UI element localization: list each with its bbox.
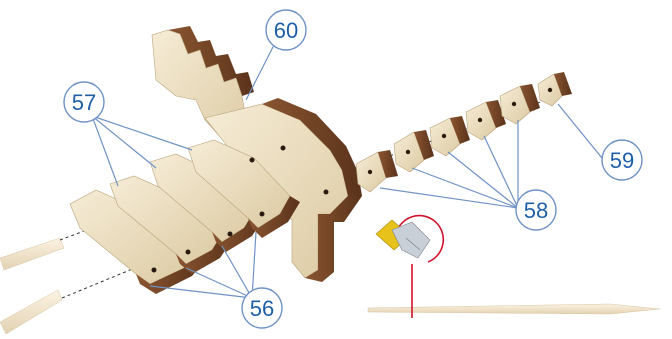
callout-60: 60 bbox=[266, 10, 306, 50]
block-58-3 bbox=[430, 116, 470, 156]
block-59 bbox=[538, 72, 572, 106]
block-58-5 bbox=[500, 84, 540, 124]
svg-text:60: 60 bbox=[274, 18, 298, 43]
svg-text:58: 58 bbox=[524, 198, 548, 223]
svg-text:56: 56 bbox=[250, 296, 274, 321]
block-58-1 bbox=[356, 150, 398, 192]
callout-57: 57 bbox=[64, 82, 104, 122]
dowel-56-lower bbox=[0, 290, 62, 334]
dowel-56-upper bbox=[0, 238, 64, 270]
callout-59: 59 bbox=[602, 140, 642, 180]
svg-text:57: 57 bbox=[72, 90, 96, 115]
block-58-4 bbox=[466, 100, 506, 140]
craft-knife-icon bbox=[376, 220, 430, 258]
callout-56: 56 bbox=[242, 288, 282, 328]
svg-text:59: 59 bbox=[610, 148, 634, 173]
callout-58: 58 bbox=[516, 190, 556, 230]
block-58-2 bbox=[394, 130, 434, 172]
